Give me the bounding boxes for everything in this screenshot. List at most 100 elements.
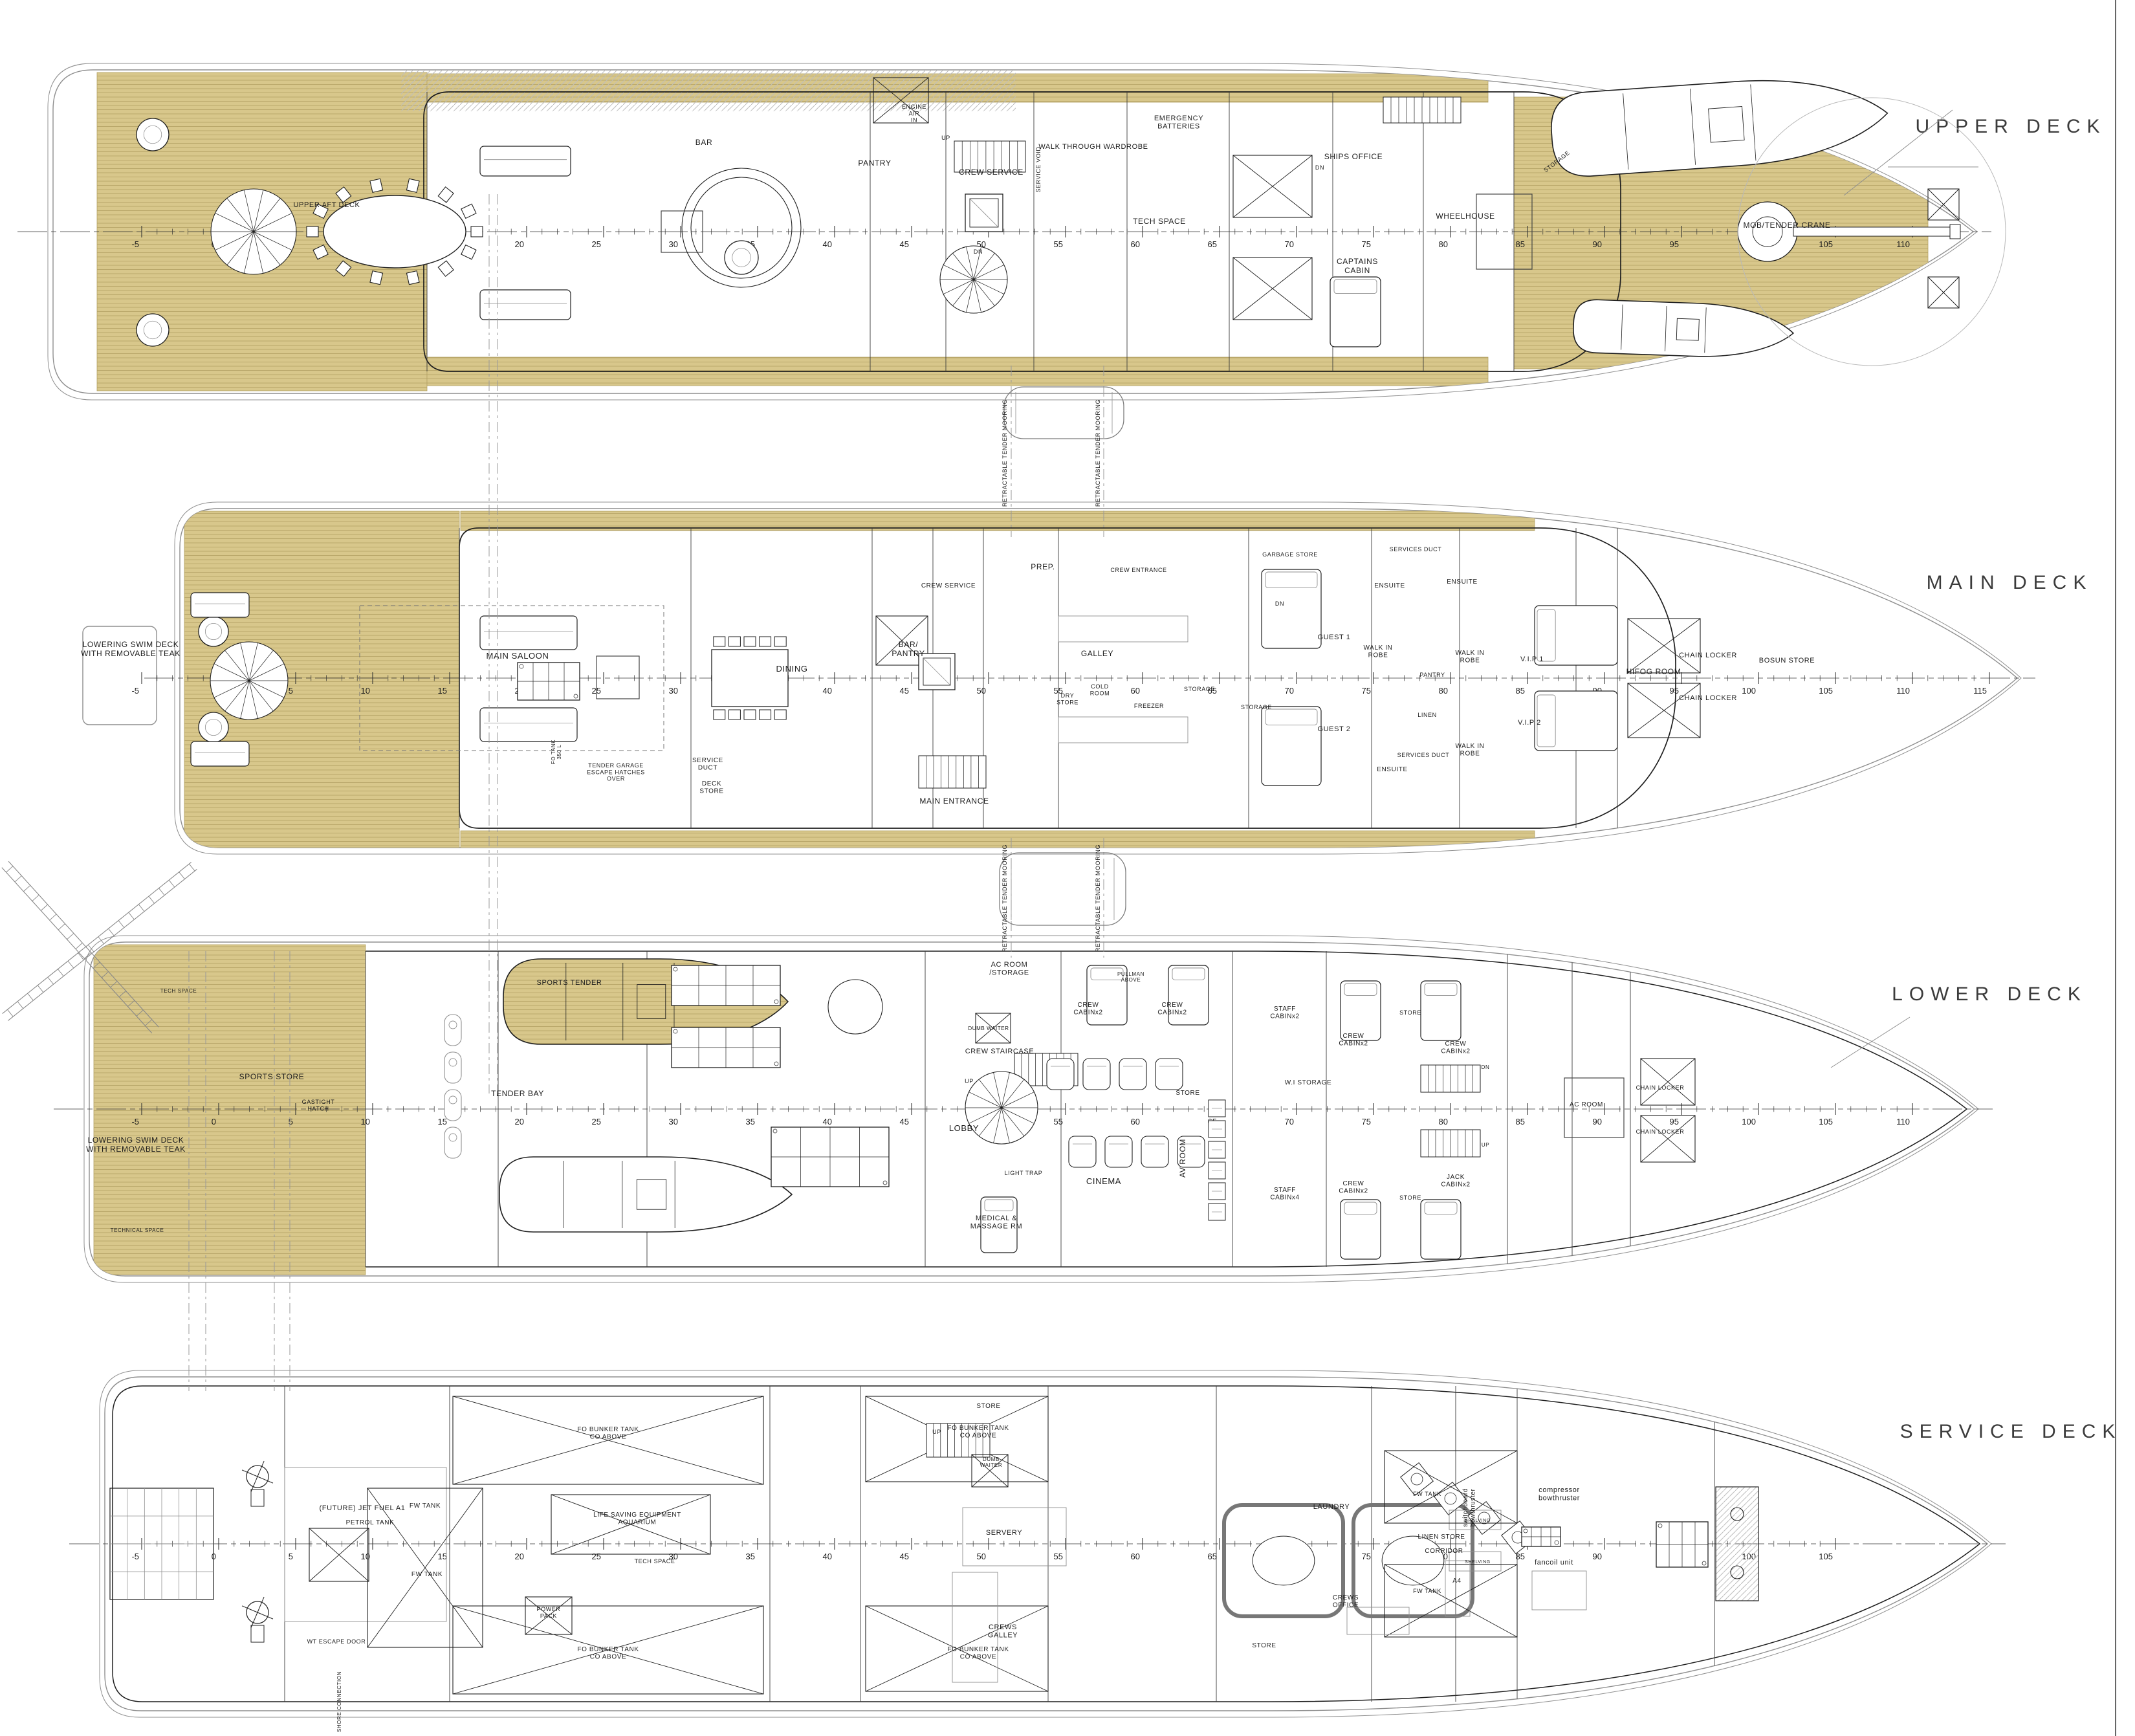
station-number: 100 [1742,686,1756,696]
station-number: 45 [900,1552,909,1561]
station-number: 95 [1670,686,1679,696]
station-number: 105 [1819,239,1833,249]
engine-machinery [517,662,580,701]
overhang-hatch-area [401,70,1016,111]
bed [1420,980,1462,1041]
station-number: 5 [289,1552,293,1561]
bed [1420,1199,1462,1260]
tank-void-xbox [452,1605,764,1695]
room-label: BAR [695,138,712,147]
station-number: 50 [977,1552,986,1561]
bed [1261,706,1322,786]
room-label: UP [1482,1142,1489,1148]
deck-interior [93,944,366,1275]
room-label: MAIN SALOON [487,651,549,661]
room-label: MAIN ENTRANCE [919,797,989,806]
tank-void-xbox [1627,618,1701,674]
lift [918,653,956,690]
room-label: TECH SPACE [635,1558,675,1565]
structure-rect [1449,1551,1502,1572]
station-number: 85 [1516,239,1525,249]
station-number: 85 [1516,1117,1525,1126]
room-label: BOSUN STORE [1759,657,1815,665]
room-label: DN [1315,164,1324,171]
retractable-tower [999,852,1126,926]
spiral-stair [939,245,1008,314]
steering-gear-machinery [109,1488,214,1600]
tank-void-xbox [452,1396,764,1485]
room-label: CHAIN LOCKER [1636,1128,1685,1135]
sofa [190,592,250,618]
tank-void-xbox [1232,257,1313,320]
sheet-decorations [1830,0,2116,1736]
structure-rect [1058,615,1188,643]
bed [980,1196,1018,1253]
bed [1261,569,1322,649]
deck-title: SERVICE DECK [1900,1421,2122,1442]
station-number: 25 [592,239,601,249]
station-number: 10 [361,686,370,696]
deck-lower: -505101520253035404550556065707580859095… [54,935,2081,1283]
room-label: W.I STORAGE [1285,1079,1332,1086]
room-label: CHAIN LOCKER [1679,652,1737,659]
bowthruster-tunnel [1715,1486,1759,1601]
engine-machinery [671,965,781,1006]
room-label: DINING [776,664,807,674]
room-label: AC ROOM [1570,1101,1603,1108]
room-label: RETRACTABLE TENDER MOORING [1095,399,1101,507]
tank-void-xbox [1384,1564,1518,1638]
structure-rect [1445,1560,1471,1617]
room-label: STORE [1399,1194,1421,1201]
station-number: 110 [1896,686,1910,696]
spiral-stair [965,1071,1038,1145]
room-label: FW TANK [1413,1491,1441,1497]
deck-main: -505101520253035404550556065707580859095… [81,501,2086,855]
room-label: CREW SERVICE [921,582,976,589]
round-table-inner [143,320,162,340]
room-label: STORE [1176,1090,1199,1097]
jetski [444,1014,462,1046]
hull-sheer-line [99,1370,1992,1718]
room-label: A4 [1452,1577,1461,1585]
room-label: DN [1275,600,1284,607]
teak-deck-area [460,511,1535,531]
swim-platform [82,626,157,725]
circle-structure [827,979,883,1035]
circle-structure [681,168,802,288]
room-label: MOB/TENDER CRANE [1744,221,1831,230]
station-number: 115 [1973,686,1987,696]
sofa [479,146,571,177]
room-label: PANTRY [1419,672,1445,678]
rudder-steering-gear [241,1596,274,1643]
room-label: LINEN STORE [1418,1533,1465,1541]
room-label: SERVICE VOID [1035,146,1042,192]
station-number: 65 [1208,686,1217,696]
room-label: FO TANK350 L [551,740,562,764]
station-number: 55 [1054,686,1063,696]
station-number: 100 [1742,1117,1756,1126]
station-number: 45 [900,239,909,249]
round-table-inner [204,718,223,736]
jetski [444,1051,462,1084]
station-number: 85 [1516,1552,1525,1561]
room-label: SHIPS OFFICE [1324,152,1383,161]
room-label: TECHNICAL SPACE [111,1227,164,1233]
station-number: 95 [1670,239,1679,249]
engine-machinery [1521,1526,1561,1547]
